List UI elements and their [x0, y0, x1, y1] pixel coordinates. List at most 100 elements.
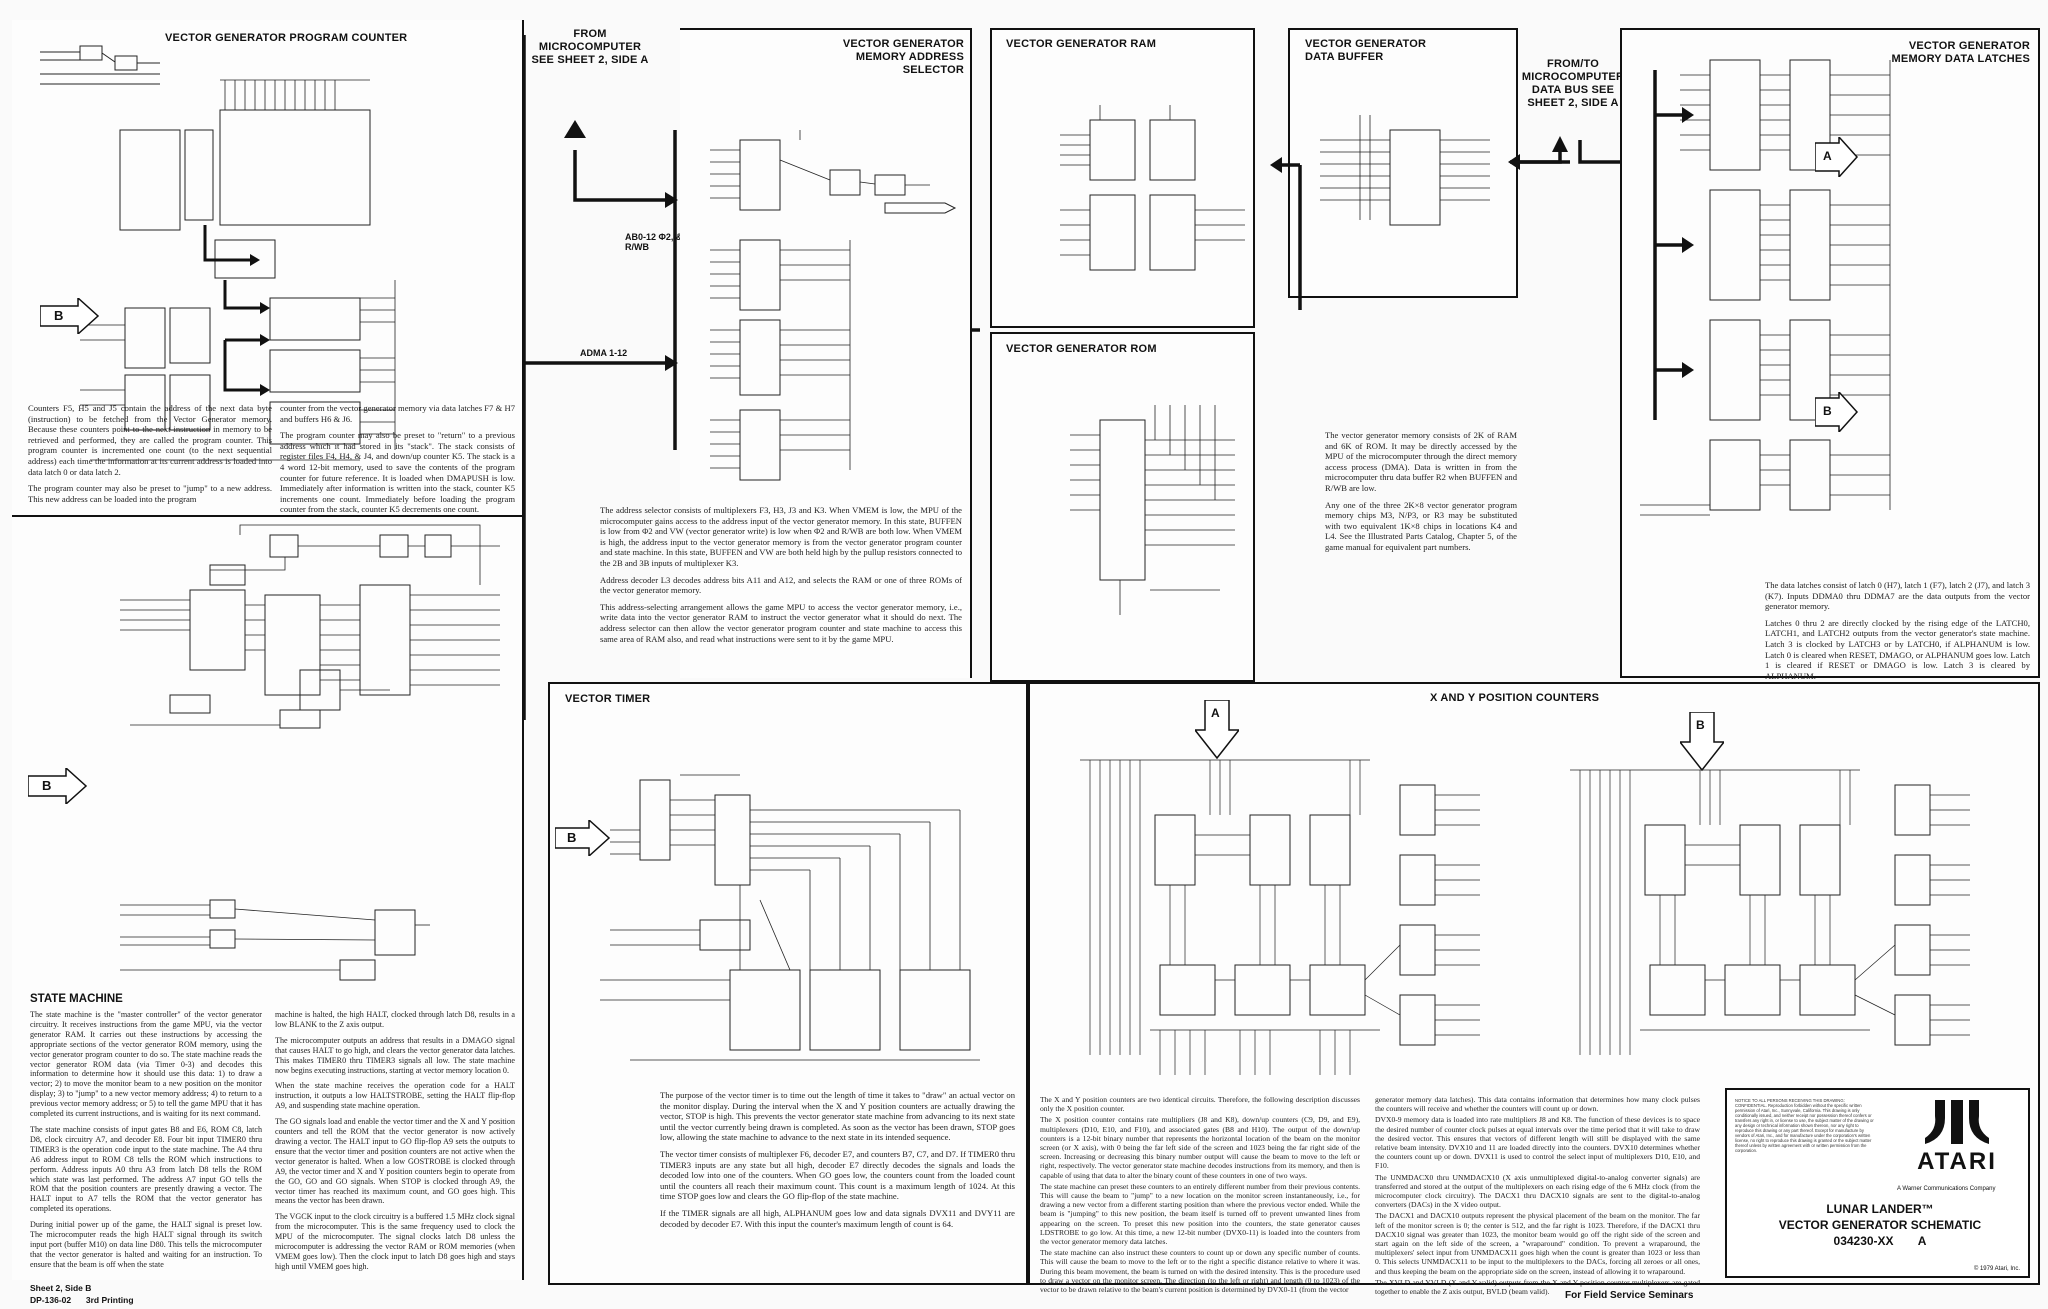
xy-para-1: The X and Y position counters are two id…: [1040, 1095, 1360, 1114]
arrow-b-timer: B: [554, 818, 611, 861]
title-block: NOTICE TO ALL PERSONS RECEIVING THIS DRA…: [1725, 1088, 2030, 1278]
data-latches-title: VECTOR GENERATOR MEMORY DATA LATCHES: [1891, 40, 2030, 65]
arrow-b-program-counter: B: [39, 296, 100, 339]
pc-para-1: Counters F5, H5 and J5 contain the addre…: [28, 403, 272, 477]
address-selector-schematic: [710, 130, 957, 481]
atari-logo: ATARI: [1897, 1098, 2017, 1178]
sm-para-3: During initial power up of the game, the…: [30, 1220, 262, 1269]
as-para-1: The address selector consists of multipl…: [600, 505, 962, 568]
vector-timer-schematic: [600, 774, 980, 1061]
dl-para-2: Latches 0 thru 2 are directly clocked by…: [1765, 617, 2030, 681]
xy-para-3: The state machine can preset these count…: [1040, 1181, 1360, 1247]
sm-para-4: machine is halted, the high HALT, clocke…: [275, 1010, 515, 1029]
xy-para-8: The DACX1 and DACX10 outputs represent t…: [1375, 1211, 1700, 1276]
xy-counters-title: X AND Y POSITION COUNTERS: [1430, 692, 1600, 704]
program-counter-schematic: [40, 45, 396, 461]
doc-title: VECTOR GENERATOR SCHEMATIC: [1778, 1218, 1982, 1232]
footer-code-row: DP-136-02 3rd Printing: [30, 1295, 134, 1305]
footer-printing: 3rd Printing: [85, 1295, 134, 1305]
data-latches-text: The data latches consist of latch 0 (H7)…: [1765, 580, 2030, 687]
vector-timer-text: The purpose of the vector timer is to ti…: [660, 1090, 1015, 1235]
revision: A: [1917, 1234, 1927, 1248]
arrow-b-label: B: [54, 308, 64, 323]
sm-para-5: The microcomputer outputs an address tha…: [275, 1035, 515, 1075]
sm-para-7: The GO signals load and enable the vecto…: [275, 1117, 515, 1206]
arrow-b-label-5: B: [1696, 718, 1705, 732]
as-para-3: This address-selecting arrangement allow…: [600, 601, 962, 644]
sm-para-8: The VGCK input to the clock circuitry is…: [275, 1212, 515, 1271]
sm-para-6: When the state machine receives the oper…: [275, 1081, 515, 1111]
y-counter-schematic: [1570, 769, 1970, 1055]
game-name: LUNAR LANDER™: [1826, 1202, 1934, 1216]
x-counter-schematic: [1080, 759, 1480, 1075]
arrow-a-latches: A: [1814, 135, 1859, 182]
as-para-2: Address decoder L3 decodes address bits …: [600, 574, 962, 596]
from-micro-label: FROM MICROCOMPUTER SEE SHEET 2, SIDE A: [531, 28, 649, 66]
arrow-b-latches: B: [1814, 390, 1859, 437]
data-buffer-schematic: [1320, 115, 1490, 226]
xy-counters-text-left: The X and Y position counters are two id…: [1040, 1095, 1360, 1296]
rom-title: VECTOR GENERATOR ROM: [1006, 343, 1157, 355]
arrow-b-label-4: B: [567, 830, 577, 845]
part-number: 034230-XX: [1833, 1234, 1894, 1248]
pc-para-3: counter from the vector generator memory…: [280, 403, 515, 424]
state-machine-divider: [12, 515, 524, 517]
vt-para-3: If the TIMER signals are all high, ALPHA…: [660, 1207, 1015, 1229]
bus-label-ab: AB0-12 Φ2, & R/WB: [625, 232, 683, 252]
panel-address-selector: [680, 28, 972, 678]
atari-brand: ATARI: [1917, 1148, 1997, 1175]
state-machine-text-left: The state machine is the "master control…: [30, 1010, 262, 1276]
atari-fuji-icon: [1925, 1100, 1989, 1144]
copyright: © 1979 Atari, Inc.: [1973, 1266, 2020, 1272]
sm-para-2: The state machine consists of input gate…: [30, 1124, 262, 1214]
bus-label-adma: ADMA 1-12: [580, 348, 628, 358]
xy-para-9: The XVLD and YVLD (X and Y valid) output…: [1375, 1277, 1700, 1297]
state-machine-schematic: [120, 524, 500, 729]
data-latches-schematic: [1640, 59, 1891, 516]
arrow-b-state-machine: B: [27, 766, 88, 809]
arrow-a-label-2: A: [1211, 706, 1220, 720]
dl-para-1: The data latches consist of latch 0 (H7)…: [1765, 580, 2030, 612]
arrow-a-xy: A: [1193, 699, 1241, 765]
arrow-b-label-2: B: [42, 778, 52, 793]
db-para-1: The vector generator memory consists of …: [1325, 430, 1517, 493]
rom-schematic: [1070, 405, 1235, 615]
arrow-a-label: A: [1823, 149, 1832, 163]
vt-para-1: The purpose of the vector timer is to ti…: [660, 1090, 1015, 1143]
program-counter-text-right: counter from the vector generator memory…: [280, 403, 515, 521]
ram-title: VECTOR GENERATOR RAM: [1006, 38, 1157, 50]
xy-para-7: The UNMDACX0 thru UNMDACX10 (X axis unmu…: [1375, 1172, 1700, 1210]
vt-para-2: The vector timer consists of multiplexer…: [660, 1148, 1015, 1202]
xy-para-6: DVX0-9 memory data is loaded into rate m…: [1375, 1115, 1700, 1171]
xy-para-2: The X position counter contains rate mul…: [1040, 1115, 1360, 1180]
arrow-b-label-3: B: [1823, 404, 1832, 418]
state-machine-text-right: machine is halted, the high HALT, clocke…: [275, 1010, 515, 1278]
title-block-notice: NOTICE TO ALL PERSONS RECEIVING THIS DRA…: [1735, 1098, 1874, 1153]
footer-code: DP-136-02: [30, 1295, 72, 1305]
data-buffer-title: VECTOR GENERATOR DATA BUFFER: [1305, 38, 1427, 63]
xy-para-4: The state machine can also instruct thes…: [1040, 1248, 1360, 1295]
ram-schematic: [1060, 105, 1245, 271]
state-machine-title: STATE MACHINE: [30, 993, 123, 1005]
state-machine-gates: [120, 899, 430, 981]
data-buffer-text: The vector generator memory consists of …: [1325, 430, 1517, 559]
atari-brand-sub: A Warner Communications Company: [1897, 1186, 1996, 1192]
xy-para-5: generator memory data latches). This dat…: [1375, 1095, 1700, 1114]
part-number-row: 034230-XX A: [1735, 1234, 2025, 1248]
data-bus-label: FROM/TO MICROCOMPUTER DATA BUS SEE SHEET…: [1521, 58, 1625, 109]
panel-program-counter: [12, 20, 524, 1280]
sm-para-1: The state machine is the "master control…: [30, 1010, 262, 1119]
panel-rom: [990, 332, 1255, 682]
program-counter-title: VECTOR GENERATOR PROGRAM COUNTER: [165, 32, 408, 44]
footer-seminar: For Field Service Seminars: [1565, 1290, 1694, 1301]
vector-timer-title: VECTOR TIMER: [565, 693, 651, 705]
panel-vector-timer: [548, 682, 1028, 1285]
pc-para-2: The program counter may also be preset t…: [28, 483, 272, 504]
data-bus-line: [1510, 136, 1640, 170]
db-para-2: Any one of the three 2K×8 vector generat…: [1325, 499, 1517, 552]
panel-ram: [990, 28, 1255, 328]
arrow-b-xy: B: [1678, 711, 1726, 777]
program-counter-text-left: Counters F5, H5 and J5 contain the addre…: [28, 403, 272, 510]
address-selector-text: The address selector consists of multipl…: [600, 505, 962, 650]
address-selector-title: VECTOR GENERATOR MEMORY ADDRESS SELECTOR: [842, 38, 964, 76]
